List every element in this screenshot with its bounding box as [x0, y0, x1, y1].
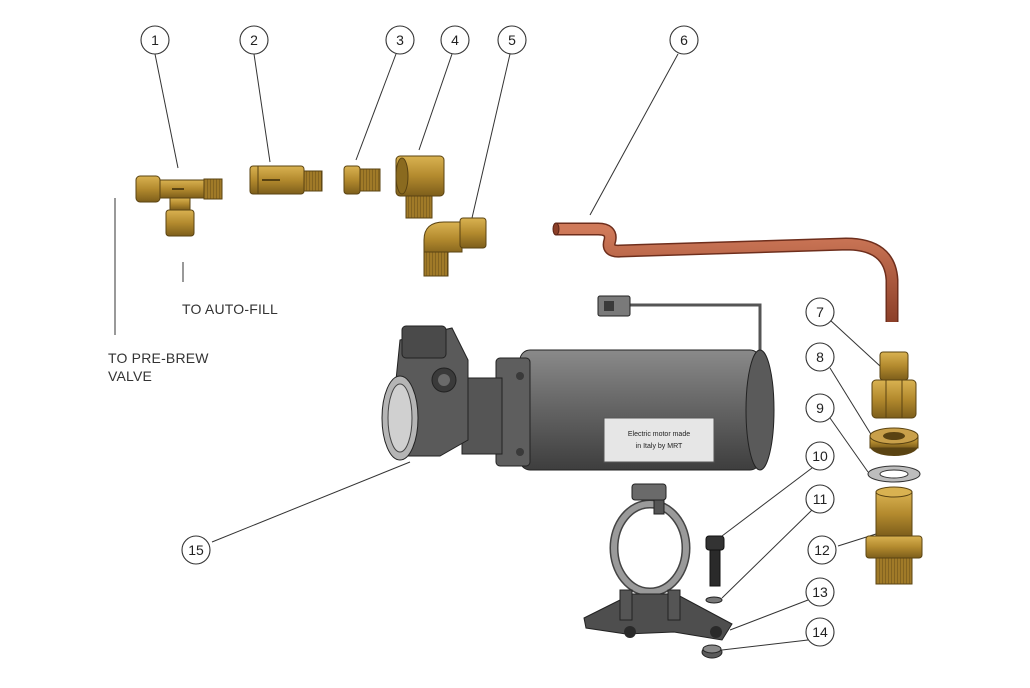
note-to-auto-fill: TO AUTO-FILL — [182, 301, 278, 317]
svg-text:3: 3 — [396, 32, 404, 48]
svg-text:8: 8 — [816, 349, 824, 365]
part-13-clamp-bracket — [583, 483, 733, 641]
callout-12: 12 — [807, 535, 837, 565]
callout-4: 4 — [440, 25, 470, 55]
part-5-elbow-fitting — [423, 217, 487, 277]
callout-3: 3 — [385, 25, 415, 55]
svg-text:10: 10 — [812, 448, 828, 464]
part-9-lock-washer — [867, 465, 921, 483]
motor-label-line1: Electric motor made — [628, 431, 690, 438]
note-to-pre-brew-line2: VALVE — [108, 368, 152, 384]
part-2-check-valve — [249, 165, 323, 195]
callout-1: 1 — [140, 25, 170, 55]
notes: TO AUTO-FILL TO PRE-BREW VALVE — [108, 301, 278, 384]
part-10-cap-screw — [705, 535, 725, 587]
svg-text:1: 1 — [151, 32, 159, 48]
svg-text:12: 12 — [814, 542, 830, 558]
svg-text:11: 11 — [813, 491, 828, 507]
part-1-brass-tee — [135, 175, 223, 237]
svg-text:9: 9 — [816, 400, 824, 416]
note-to-pre-brew-line1: TO PRE-BREW — [108, 350, 209, 366]
callout-11: 11 — [805, 484, 835, 514]
motor-label-line2: in Italy by MRT — [636, 443, 683, 450]
callout-6: 6 — [669, 25, 699, 55]
part-14-nut — [701, 644, 723, 659]
part-12-bulkhead-fitting — [865, 486, 923, 585]
svg-text:5: 5 — [508, 32, 516, 48]
part-8-hex-nut — [869, 427, 919, 456]
callout-9: 9 — [805, 393, 835, 423]
leader-lines — [114, 53, 881, 651]
callout-7: 7 — [805, 297, 835, 327]
callout-5: 5 — [497, 25, 527, 55]
part-15-pump-motor: Electric motor made in Italy by MRT — [381, 295, 775, 471]
callout-bubbles: 1 2 3 4 5 6 7 8 — [140, 25, 837, 647]
svg-text:13: 13 — [812, 584, 828, 600]
callout-10: 10 — [805, 441, 835, 471]
part-3-adapter — [343, 165, 381, 195]
callout-2: 2 — [239, 25, 269, 55]
svg-text:7: 7 — [816, 304, 824, 320]
part-11-washer — [705, 596, 723, 604]
svg-text:15: 15 — [188, 542, 204, 558]
callout-13: 13 — [805, 577, 835, 607]
svg-text:14: 14 — [812, 624, 828, 640]
svg-text:6: 6 — [680, 32, 688, 48]
callout-15: 15 — [181, 535, 211, 565]
svg-text:4: 4 — [451, 32, 459, 48]
part-7-compression-fitting — [871, 351, 917, 419]
callout-14: 14 — [805, 617, 835, 647]
callout-8: 8 — [805, 342, 835, 372]
svg-text:2: 2 — [250, 32, 258, 48]
part-4-elbow — [395, 155, 445, 219]
part-6-copper-tube — [552, 222, 899, 322]
